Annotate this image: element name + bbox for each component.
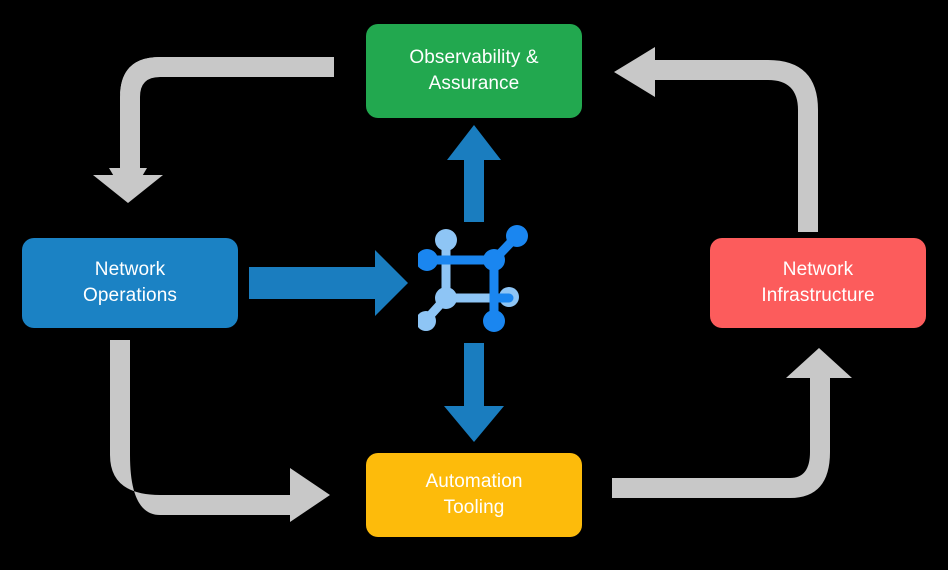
network-topology-icon [418, 225, 528, 332]
node-label: Network Infrastructure [761, 259, 875, 306]
gray-arrow-automation-to-infrastructure [612, 348, 852, 498]
node-observability-assurance[interactable]: Observability & Assurance [366, 24, 582, 118]
node-network-operations[interactable]: Network Operations [22, 238, 238, 328]
node-label: Automation Tooling [425, 471, 523, 518]
gray-arrow-infrastructure-to-observability [614, 47, 818, 232]
node-network-infrastructure[interactable]: Network Infrastructure [710, 238, 926, 328]
blue-arrow-center-to-observability [447, 125, 501, 222]
blue-arrow-operations-to-center [249, 250, 408, 316]
node-automation-tooling[interactable]: Automation Tooling [366, 453, 582, 537]
gray-arrow-operations-to-automation [110, 340, 330, 522]
node-label: Network Operations [83, 259, 177, 306]
node-label: Observability & Assurance [409, 47, 539, 94]
blue-arrow-center-to-automation [444, 343, 504, 442]
gray-arrow-observability-to-operations [93, 57, 334, 203]
